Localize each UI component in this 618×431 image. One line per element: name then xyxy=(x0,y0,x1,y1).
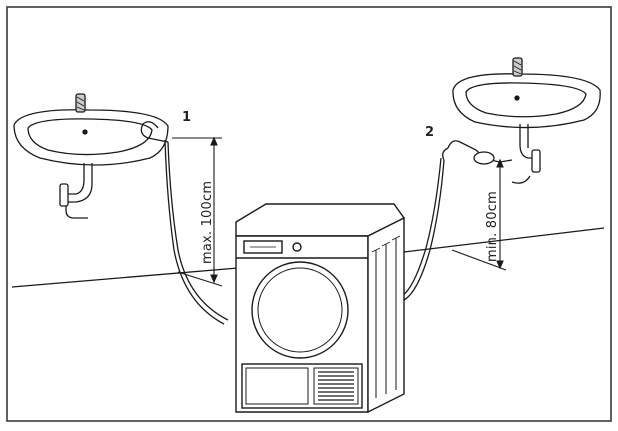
right-height-label: min. 80cm xyxy=(485,191,500,262)
left-height-dimension xyxy=(172,136,223,287)
right-height-dimension xyxy=(451,158,507,271)
right-setup-number: 2 xyxy=(425,125,434,140)
dryer-grille-slats xyxy=(318,371,354,401)
tumble-dryer xyxy=(235,203,406,414)
floor-line xyxy=(11,227,605,288)
left-height-label: max. 100cm xyxy=(200,181,215,264)
left-drain-hose xyxy=(140,121,229,325)
left-setup-number: 1 xyxy=(182,110,191,125)
left-washbasin xyxy=(13,93,169,219)
right-washbasin xyxy=(452,57,601,184)
right-drain-hose xyxy=(401,140,513,301)
